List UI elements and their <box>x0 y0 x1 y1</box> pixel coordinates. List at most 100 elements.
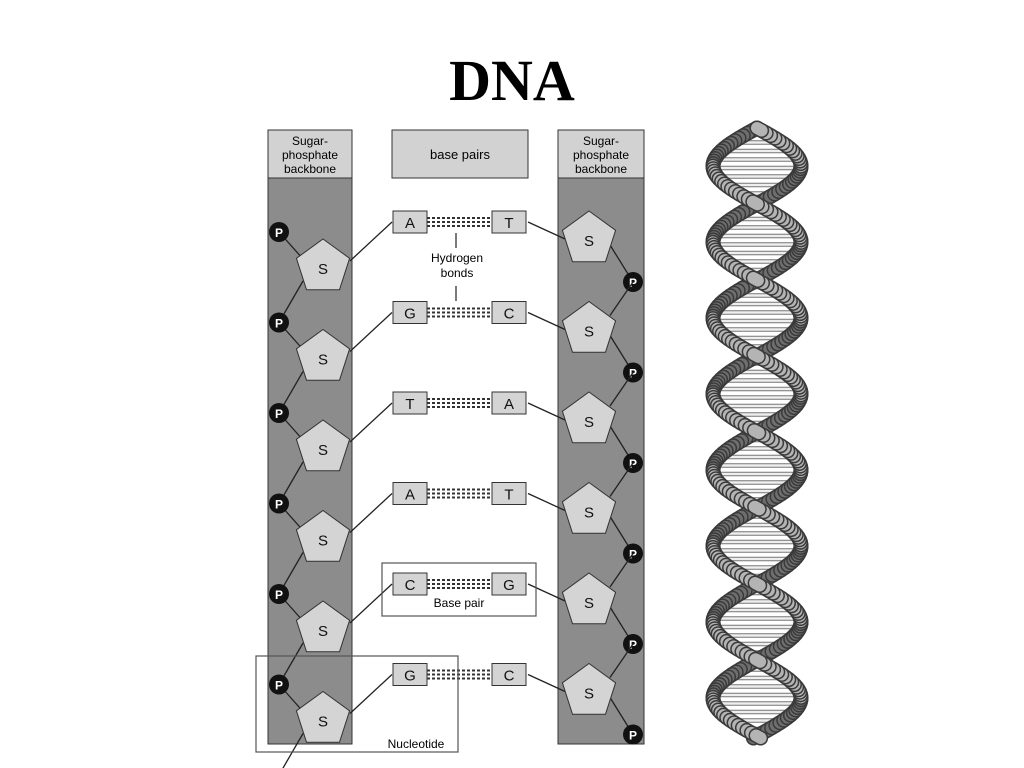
sugar-left <box>295 419 351 472</box>
sugar-base-bond <box>527 402 566 421</box>
sugar-letter-left: S <box>318 442 328 459</box>
phosphate-left <box>269 493 289 514</box>
base-letter-left: G <box>404 668 416 685</box>
phosphate-left <box>269 403 289 423</box>
sugar-letter-right: S <box>584 505 594 522</box>
base-letter-right: C <box>504 306 515 323</box>
hydrogen-bonds-label-line2: bonds <box>441 266 474 280</box>
sugar-base-bond <box>527 673 566 693</box>
sugar-letter-left: S <box>318 623 328 640</box>
backbone-bond <box>282 733 304 768</box>
base-pair-highlight-frame <box>381 562 537 617</box>
base-letter-right: A <box>504 396 514 413</box>
backbone-bond <box>609 643 634 678</box>
nucleotide-highlight-frame <box>255 655 459 753</box>
backbone-bond <box>609 553 634 588</box>
sugar-base-bond <box>349 312 393 352</box>
backbone-bond <box>609 462 634 497</box>
sugar-letter-right: S <box>584 595 594 612</box>
sugar-left <box>295 600 351 653</box>
sugar-left <box>295 328 351 381</box>
base-box-left <box>392 391 428 415</box>
sugar-base-bond <box>349 674 393 714</box>
sugar-letter-right: S <box>584 414 594 431</box>
helix-strand <box>747 348 765 363</box>
base-box-right <box>491 482 527 505</box>
phosphate-letter-left: P <box>275 317 283 331</box>
base-pairs-header-box <box>391 129 529 179</box>
nucleotide-label: Nucleotide <box>388 737 445 751</box>
phosphate-letter-left: P <box>275 679 283 693</box>
base-box-right <box>491 210 527 234</box>
right-backbone-label-line2: phosphate <box>573 148 629 162</box>
base-box-right <box>491 391 527 415</box>
base-pair-label: Base pair <box>434 596 485 610</box>
backbone-bond <box>609 281 634 316</box>
sugar-base-bond <box>527 221 566 240</box>
sugar-right <box>561 300 617 353</box>
sugar-base-bond <box>349 221 393 262</box>
helix-strand <box>748 424 765 439</box>
phosphate-letter-left: P <box>275 226 283 240</box>
left-backbone-label-line3: backbone <box>284 162 336 176</box>
base-letter-left: G <box>404 306 416 323</box>
helix-strand <box>748 500 766 516</box>
helix-strand <box>749 576 766 592</box>
base-letter-right: C <box>504 668 515 685</box>
sugar-base-bond <box>527 583 566 602</box>
base-box-right <box>491 301 527 324</box>
backbone-bond <box>609 372 634 407</box>
sugar-base-bond <box>527 311 566 331</box>
sugar-letter-right: S <box>584 233 594 250</box>
sugar-left <box>295 238 351 291</box>
sugar-left <box>295 509 351 562</box>
base-box-left <box>392 301 428 324</box>
phosphate-letter-left: P <box>275 407 283 421</box>
phosphate-left <box>269 312 289 333</box>
left-backbone-label-box <box>267 129 353 179</box>
sugar-letter-right: S <box>584 324 594 341</box>
double-helix-illustration <box>705 120 809 746</box>
sugar-left <box>295 690 351 743</box>
sugar-base-bond <box>527 492 566 512</box>
right-backbone-label-line3: backbone <box>575 162 627 176</box>
right-backbone-label-line1: Sugar- <box>583 134 619 148</box>
base-box-left <box>392 663 428 686</box>
base-box-left <box>392 572 428 596</box>
base-letter-left: A <box>405 487 415 504</box>
sugar-letter-left: S <box>318 533 328 550</box>
sugar-right <box>561 662 617 715</box>
phosphate-letter-left: P <box>275 498 283 512</box>
sugar-letter-right: S <box>584 686 594 703</box>
base-box-right <box>491 663 527 686</box>
phosphate-left <box>269 584 289 604</box>
helix-strand <box>747 271 764 287</box>
sugar-right <box>561 481 617 534</box>
sugar-base-bond <box>349 402 393 443</box>
helix-strand <box>746 195 764 211</box>
base-letter-right: G <box>503 577 515 594</box>
base-box-left <box>392 210 428 234</box>
phosphate-letter-right: P <box>629 729 637 743</box>
base-letter-right: T <box>504 487 513 504</box>
helix-strand <box>750 729 767 744</box>
helix-strand <box>749 653 767 668</box>
hydrogen-bonds-label-line1: Hydrogen <box>431 251 483 265</box>
base-box-left <box>392 482 428 505</box>
sugar-base-bond <box>349 493 393 533</box>
left-backbone-label-line2: phosphate <box>282 148 338 162</box>
phosphate-left <box>269 674 289 695</box>
sugar-letter-left: S <box>318 261 328 278</box>
phosphate-left <box>269 222 289 242</box>
slide-title: DNA <box>449 48 575 113</box>
sugar-letter-left: S <box>318 714 328 731</box>
phosphate-letter-left: P <box>275 588 283 602</box>
sugar-right <box>561 572 617 625</box>
helix-strand <box>751 122 768 137</box>
sugar-letter-left: S <box>318 352 328 369</box>
base-letter-left: T <box>405 396 414 413</box>
base-letter-left: C <box>405 577 416 594</box>
